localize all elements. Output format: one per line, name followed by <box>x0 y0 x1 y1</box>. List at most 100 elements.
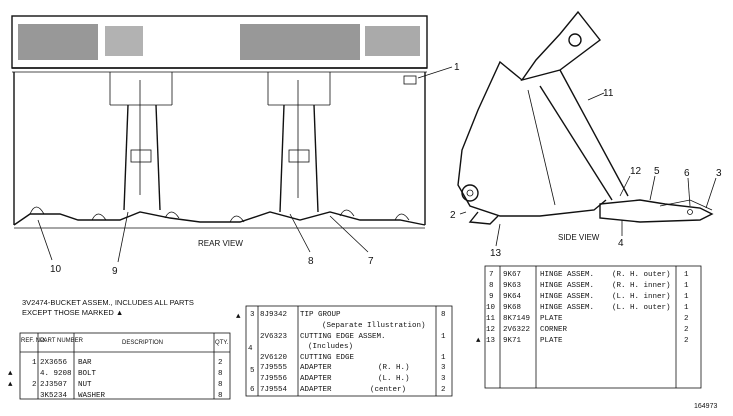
rt-row-desc: HINGE ASSEM. <box>540 293 594 301</box>
mt-row-desc: (Separate Illustration) <box>322 322 426 330</box>
figure-id: 164973 <box>694 403 717 410</box>
mt-row-desc: ADAPTER <box>300 386 332 394</box>
rt-row-desc: PLATE <box>540 315 563 323</box>
lt-row-part: 2J3507 <box>40 381 67 389</box>
mt-row-ref: 6 <box>250 386 255 394</box>
mt-row-side: (center) <box>370 386 406 394</box>
rt-row-qty: 1 <box>684 304 689 312</box>
mt-row-part: 2V6323 <box>260 333 288 341</box>
rear-adapters <box>29 206 410 223</box>
lt-row-part: 3K5234 <box>40 392 68 400</box>
mt-row-qty: 1 <box>441 333 446 341</box>
rt-row-desc: PLATE <box>540 337 563 345</box>
callout-4: 4 <box>618 238 624 249</box>
rear-view-title: REAR VIEW <box>198 239 243 248</box>
lt-row-ref: 2 <box>32 381 37 389</box>
mt-row-part: 8J9342 <box>260 311 287 319</box>
rt-row-qty: 2 <box>684 326 689 334</box>
left-parts-table: REF. NO. PART NUMBER DESCRIPTION QTY. 1 … <box>8 332 231 400</box>
mt-row-desc: ADAPTER <box>300 375 332 383</box>
rt-row-qty: 1 <box>684 293 689 301</box>
middle-parts-table: ▲ 3 8J9342 TIP GROUP 8 (Separate Illustr… <box>236 305 453 397</box>
lt-row-qty: 8 <box>218 392 223 400</box>
rt-row-mark: ▲ <box>476 337 481 345</box>
mt-row-desc: (Includes) <box>308 343 353 351</box>
rt-row-desc: HINGE ASSEM. <box>540 271 594 279</box>
lt-row-mark: ▲ <box>8 370 13 378</box>
callout-1: 1 <box>454 62 460 73</box>
mt-row-desc: ADAPTER <box>300 364 332 372</box>
mt-row-qty: 3 <box>441 375 446 383</box>
callout-8: 8 <box>308 256 314 267</box>
mt-row-ref: 5 <box>250 367 255 375</box>
rt-row-part: 9K71 <box>503 337 522 345</box>
lt-row-ref: 1 <box>32 359 37 367</box>
callout-11: 11 <box>603 88 614 99</box>
callout-13: 13 <box>490 248 502 259</box>
rt-row-ref: 9 <box>489 293 494 301</box>
rt-row-part: 8K7149 <box>503 315 530 323</box>
assembly-note-line1: 3V2474-BUCKET ASSEM., INCLUDES ALL PARTS <box>22 298 194 307</box>
rear-view-drawing <box>11 15 453 263</box>
header-ref-no: REF. NO. <box>21 338 47 344</box>
rt-row-ref: 12 <box>486 326 495 334</box>
mt-row-qty: 8 <box>441 311 446 319</box>
rt-row-desc: HINGE ASSEM. <box>540 282 594 290</box>
rt-row-ref: 11 <box>486 315 496 323</box>
mt-row-side: (L. H.) <box>378 375 410 383</box>
callout-2: 2 <box>450 210 456 221</box>
rt-row-qty: 1 <box>684 271 689 279</box>
callout-5: 5 <box>654 166 660 177</box>
rt-row-desc: CORNER <box>540 326 568 334</box>
rt-row-part: 9K67 <box>503 271 521 279</box>
mt-row-side: (R. H.) <box>378 364 410 372</box>
rt-row-ref: 8 <box>489 282 494 290</box>
mt-row-part: 7J9554 <box>260 386 288 394</box>
rt-row-part: 9K63 <box>503 282 522 290</box>
rt-row-part: 9K64 <box>503 293 522 301</box>
rt-row-qty: 2 <box>684 337 689 345</box>
mt-row-desc: TIP GROUP <box>300 311 341 319</box>
callout-10: 10 <box>50 264 62 275</box>
side-view-drawing <box>457 10 717 247</box>
right-parts-table: 7 9K67 HINGE ASSEM. (R. H. outer) 1 8 9K… <box>476 265 702 389</box>
hinge-tower-right <box>267 72 331 213</box>
hinge-tower-left <box>109 72 173 211</box>
assembly-note-line2: EXCEPT THOSE MARKED ▲ <box>22 308 123 317</box>
mt-row-part: 7J9555 <box>260 364 288 372</box>
lt-row-desc: NUT <box>78 381 92 389</box>
callout-9: 9 <box>112 266 118 277</box>
rt-row-qty: 2 <box>684 315 689 323</box>
mt-row-ref: 3 <box>250 311 255 319</box>
mt-row-mark: ▲ <box>236 313 241 321</box>
rt-row-side: (R. H. inner) <box>612 282 671 290</box>
mt-row-qty: 3 <box>441 364 446 372</box>
rt-row-ref: 10 <box>486 304 496 312</box>
rt-row-side: (R. H. outer) <box>612 271 671 279</box>
lt-row-qty: 8 <box>218 381 223 389</box>
lt-row-qty: 8 <box>218 370 223 378</box>
callout-7: 7 <box>368 256 374 267</box>
rt-row-ref: 13 <box>486 337 496 345</box>
callout-12: 12 <box>630 166 642 177</box>
callout-6: 6 <box>684 168 690 179</box>
mt-row-part: 2V6120 <box>260 354 288 362</box>
rt-row-side: (L. H. inner) <box>612 293 671 301</box>
rt-row-part: 9K68 <box>503 304 521 312</box>
mt-row-desc: CUTTING EDGE ASSEM. <box>300 333 386 341</box>
callout-3: 3 <box>716 168 722 179</box>
lt-row-mark: ▲ <box>8 381 13 389</box>
callout-labels: 1 11 12 5 6 3 2 13 4 10 9 8 7 <box>50 62 722 277</box>
header-qty: QTY. <box>215 340 229 346</box>
header-part-number: PART NUMBER <box>40 338 84 344</box>
lt-row-part: 2X3656 <box>40 359 68 367</box>
rt-row-side: (L. H. outer) <box>612 304 671 312</box>
lt-row-desc: BAR <box>78 359 92 367</box>
mt-row-ref: 4 <box>248 345 253 353</box>
side-view-title: SIDE VIEW <box>558 233 600 242</box>
lt-row-desc: WASHER <box>78 392 106 400</box>
mt-row-qty: 1 <box>441 354 446 362</box>
wear-bar-hatching <box>18 24 420 60</box>
